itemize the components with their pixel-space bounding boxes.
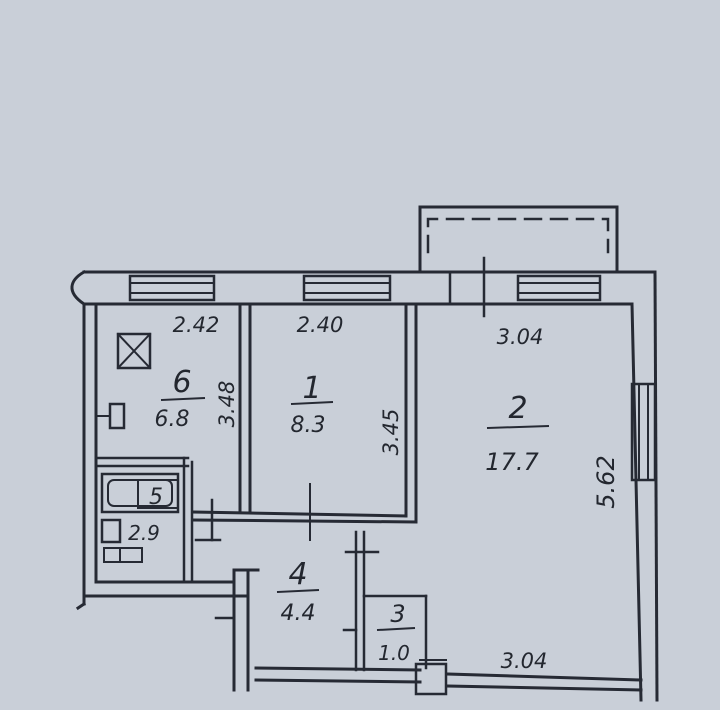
- window-icon: [128, 274, 216, 302]
- room-label-2: 2 17.7: [485, 391, 550, 476]
- room-number: 6: [172, 365, 191, 400]
- dimension-label: 3.04: [497, 325, 544, 349]
- room-number: 2: [508, 391, 527, 426]
- dimension-label: 2.42: [173, 313, 220, 337]
- sink-icon: [97, 402, 126, 430]
- room-number: 1: [302, 371, 321, 406]
- dimension-label: 3.45: [379, 409, 403, 456]
- dimension-label: 3.48: [215, 381, 239, 428]
- room-number: 5: [149, 485, 163, 510]
- window-icon: [630, 382, 657, 482]
- room-label-3: 3 1.0: [376, 600, 416, 665]
- room-number: 4: [288, 557, 307, 592]
- dimension-label: 2.40: [297, 313, 344, 337]
- washbasin-icon: [100, 518, 143, 563]
- room-area: 6.8: [155, 407, 190, 432]
- room-label-5: 5 2.9: [128, 479, 179, 545]
- room-area: 2.9: [128, 521, 160, 545]
- stove-icon: [116, 332, 152, 370]
- interior-walls: [94, 302, 428, 672]
- exterior-walls: [70, 269, 659, 702]
- door-icon: [448, 256, 486, 318]
- window-icon: [302, 274, 392, 302]
- room-label-4: 4 4.4: [276, 557, 320, 626]
- balcony-icon: [418, 205, 619, 274]
- window-icon: [516, 274, 602, 302]
- room-number: 3: [390, 600, 405, 628]
- room-area: 8.3: [291, 413, 326, 438]
- dimension-label: 5.62: [592, 455, 620, 508]
- door-icon: [309, 483, 448, 696]
- room-label-1: 1 8.3: [291, 371, 334, 438]
- room-area: 17.7: [485, 448, 539, 476]
- room-area: 1.0: [378, 641, 410, 665]
- dimension-label: 3.04: [501, 649, 548, 673]
- room-area: 4.4: [281, 601, 316, 626]
- room-label-6: 6 6.8: [155, 365, 206, 432]
